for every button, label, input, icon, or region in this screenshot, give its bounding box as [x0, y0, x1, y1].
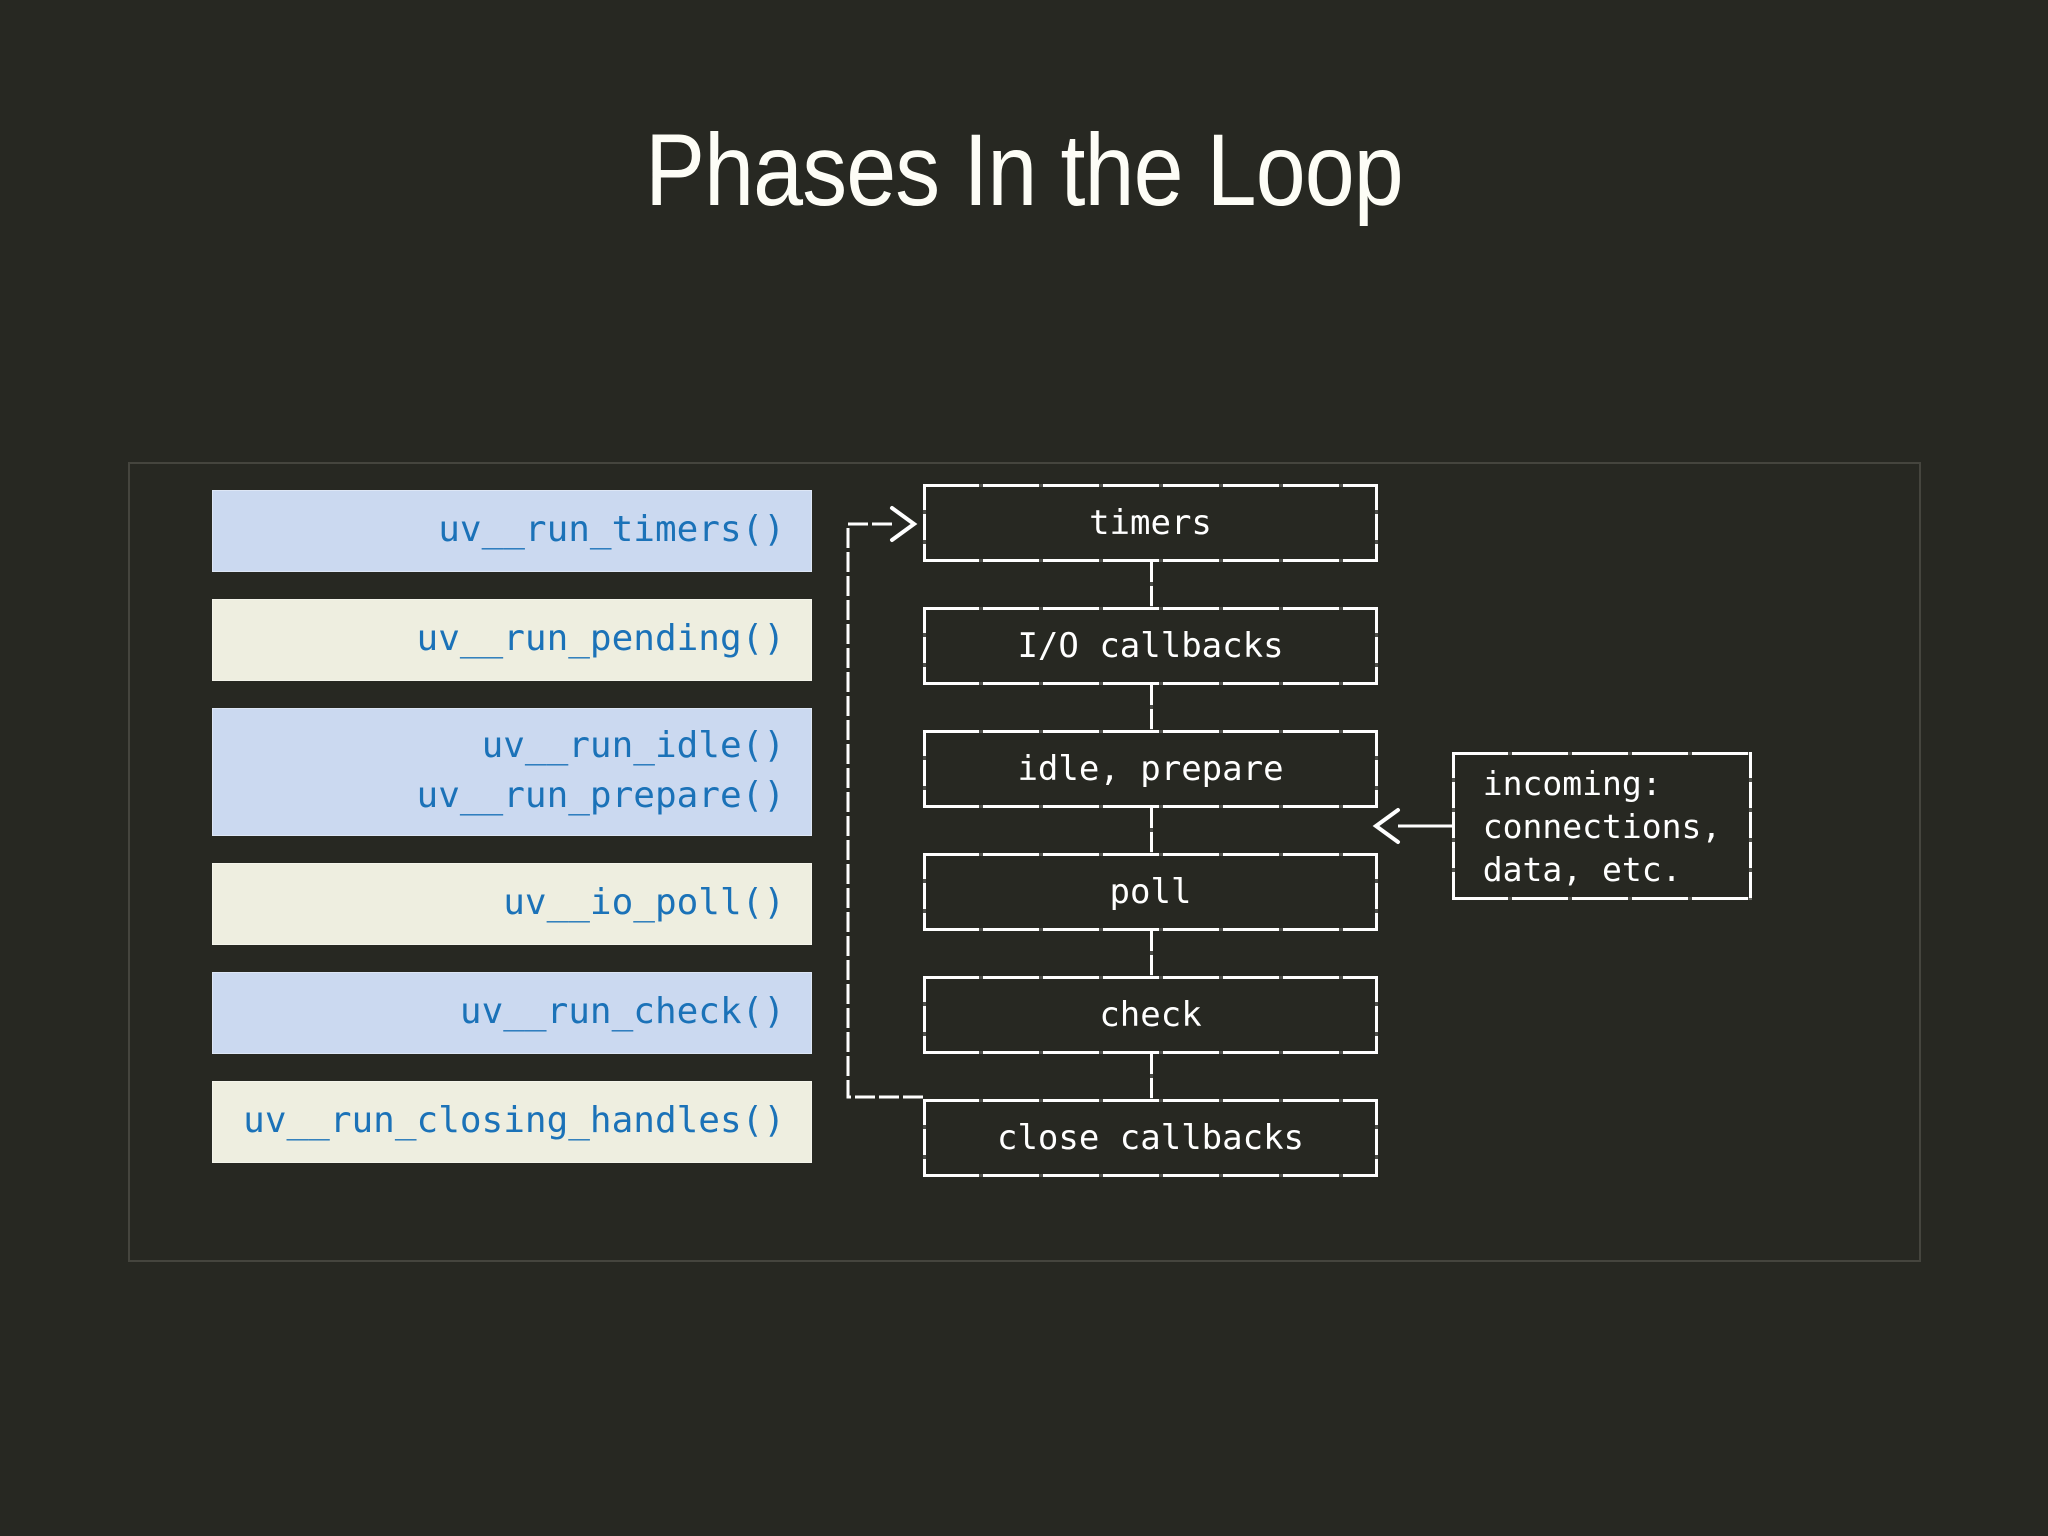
box-edge-right — [1375, 730, 1378, 808]
box-edge-left — [1452, 752, 1455, 900]
api-chip-uv-run-idle-prepare[interactable]: uv__run_idle() uv__run_prepare() — [212, 708, 812, 836]
phase-label: I/O callbacks — [1017, 626, 1284, 666]
box-edge-left — [923, 976, 926, 1054]
box-edge-left — [923, 1099, 926, 1177]
loop-back-arrowhead-icon — [890, 506, 918, 542]
api-chip-uv-run-pending[interactable]: uv__run_pending() — [212, 599, 812, 681]
box-edge-left — [923, 607, 926, 685]
box-edge-right — [1375, 853, 1378, 931]
phase-box-timers[interactable]: timers — [923, 484, 1378, 607]
phase-connector — [1149, 808, 1153, 853]
incoming-note-label: incoming: connections, data, etc. — [1482, 763, 1722, 889]
incoming-events-note: incoming: connections, data, etc. — [1452, 752, 1752, 900]
box-edge-left — [923, 484, 926, 562]
api-chip-uv-run-check[interactable]: uv__run_check() — [212, 972, 812, 1054]
api-chip-uv-io-poll[interactable]: uv__io_poll() — [212, 863, 812, 945]
box-edge-right — [1375, 607, 1378, 685]
page-title: Phases In the Loop — [645, 113, 1404, 227]
phase-box-idle-prepare[interactable]: idle, prepare — [923, 730, 1378, 853]
event-loop-phase-column: timers I/O callbacks idle, prepare poll … — [923, 484, 1378, 1222]
phase-connector — [1149, 931, 1153, 976]
box-edge-left — [923, 853, 926, 931]
phase-box-io-callbacks[interactable]: I/O callbacks — [923, 607, 1378, 730]
box-edge-right — [1375, 1099, 1378, 1177]
diagram-panel: uv__run_timers() uv__run_pending() uv__r… — [128, 462, 1921, 1262]
phase-label: idle, prepare — [1017, 749, 1284, 789]
api-chip-uv-run-closing-handles[interactable]: uv__run_closing_handles() — [212, 1081, 812, 1163]
phase-box-close-callbacks[interactable]: close callbacks — [923, 1099, 1378, 1177]
incoming-arrowhead-icon — [1372, 808, 1400, 844]
phase-box-check[interactable]: check — [923, 976, 1378, 1099]
phase-connector — [1149, 685, 1153, 730]
box-edge-left — [923, 730, 926, 808]
api-chip-uv-run-timers[interactable]: uv__run_timers() — [212, 490, 812, 572]
libuv-api-column: uv__run_timers() uv__run_pending() uv__r… — [212, 490, 812, 1190]
phase-label: timers — [1089, 503, 1212, 543]
box-edge-right — [1749, 752, 1752, 900]
phase-label: close callbacks — [996, 1118, 1305, 1158]
phase-connector — [1149, 1054, 1153, 1099]
box-edge-right — [1375, 976, 1378, 1054]
box-edge-right — [1375, 484, 1378, 562]
phase-label: poll — [1109, 872, 1192, 912]
phase-label: check — [1099, 995, 1202, 1035]
phase-connector — [1149, 562, 1153, 607]
loop-back-path — [846, 522, 923, 1099]
phase-box-poll[interactable]: poll — [923, 853, 1378, 976]
